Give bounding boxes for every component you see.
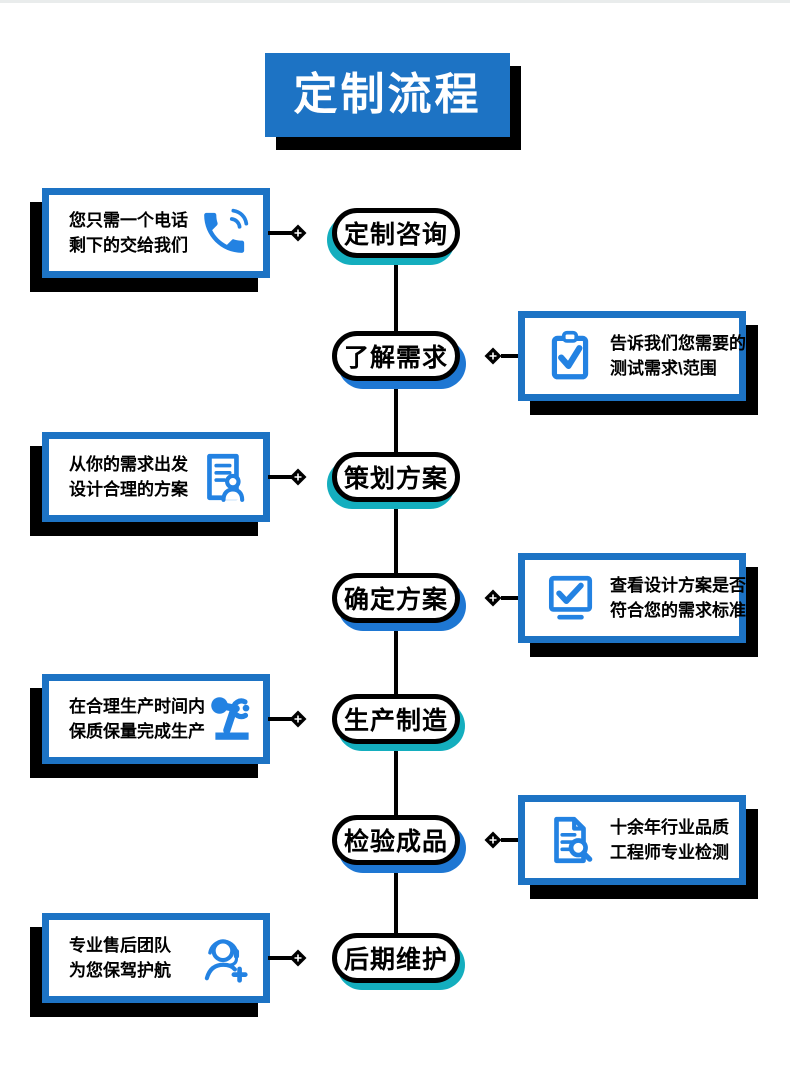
card-line-1: 查看设计方案是否 (610, 575, 746, 595)
card-line-1: 在合理生产时间内 (69, 696, 205, 716)
card-text: 在合理生产时间内 保质保量完成生产 (69, 694, 205, 745)
flow-node: 检验成品 (332, 815, 460, 865)
step-row-6: 检验成品 十余年行业品质 工程师专业检测 (0, 795, 790, 885)
card-line-2: 为您保驾护航 (69, 961, 171, 980)
connector-line (268, 231, 292, 235)
step-card: 查看设计方案是否 符合您的需求标准 (518, 553, 746, 643)
card-line-2: 符合您的需求标准 (610, 601, 746, 620)
connector-line (501, 596, 519, 600)
card-line-2: 剩下的交给我们 (69, 236, 188, 255)
card-line-2: 测试需求\范围 (610, 359, 717, 378)
card-line-2: 设计合理的方案 (69, 480, 188, 499)
diamond-connector-icon (483, 830, 503, 850)
document-search-icon (543, 813, 597, 867)
card-line-1: 告诉我们您需要的 (610, 333, 746, 353)
step-card: 从你的需求出发 设计合理的方案 (42, 432, 270, 522)
card-text: 从你的需求出发 设计合理的方案 (69, 452, 188, 503)
flow-node: 策划方案 (332, 452, 460, 502)
step-row-3: 从你的需求出发 设计合理的方案 策划方案 (0, 432, 790, 522)
connector-line (268, 475, 292, 479)
step-row-1: 您只需一个电话 剩下的交给我们 定制咨询 (0, 188, 790, 278)
card-text: 查看设计方案是否 符合您的需求标准 (610, 573, 746, 624)
node-label: 检验成品 (343, 828, 448, 856)
connector-line (501, 354, 519, 358)
diamond-connector-icon (288, 709, 308, 729)
step-card: 十余年行业品质 工程师专业检测 (518, 795, 746, 885)
step-card: 在合理生产时间内 保质保量完成生产 (42, 674, 270, 764)
card-line-2: 保质保量完成生产 (69, 722, 205, 741)
node-label: 后期维护 (343, 946, 448, 974)
connector-line (501, 838, 519, 842)
phone-icon (197, 206, 251, 260)
diamond-connector-icon (483, 588, 503, 608)
card-text: 专业售后团队 为您保驾护航 (69, 933, 171, 984)
title-banner: 定制流程 (265, 53, 510, 137)
diamond-connector-icon (288, 223, 308, 243)
card-line-1: 专业售后团队 (69, 935, 171, 955)
flow-node: 生产制造 (332, 694, 460, 744)
monitor-check-icon (543, 571, 597, 625)
connector-line (268, 956, 292, 960)
flow-node: 定制咨询 (332, 208, 460, 258)
connector-line (268, 717, 292, 721)
card-line-2: 工程师专业检测 (610, 843, 729, 862)
card-text: 您只需一个电话 剩下的交给我们 (69, 208, 188, 259)
step-row-7: 专业售后团队 为您保驾护航 后期维护 (0, 913, 790, 1003)
card-line-1: 十余年行业品质 (610, 817, 729, 837)
flow-node: 后期维护 (332, 933, 460, 983)
step-row-4: 确定方案 查看设计方案是否 符合您的需求标准 (0, 553, 790, 643)
node-label: 了解需求 (343, 344, 448, 372)
card-text: 十余年行业品质 工程师专业检测 (610, 815, 729, 866)
step-row-2: 了解需求 告诉我们您需要的 测试需求\范围 (0, 311, 790, 401)
flow-node: 确定方案 (332, 573, 460, 623)
node-label: 生产制造 (343, 707, 448, 735)
diamond-connector-icon (288, 467, 308, 487)
document-user-icon (197, 450, 251, 504)
page-title: 定制流程 (293, 70, 482, 119)
diamond-connector-icon (483, 346, 503, 366)
top-edge-strip (0, 0, 790, 3)
headset-user-icon (197, 931, 251, 985)
card-text: 告诉我们您需要的 测试需求\范围 (610, 331, 746, 382)
robot-arm-icon (205, 692, 259, 746)
step-card: 您只需一个电话 剩下的交给我们 (42, 188, 270, 278)
node-label: 定制咨询 (343, 221, 448, 249)
clipboard-check-icon (543, 329, 597, 383)
step-card: 专业售后团队 为您保驾护航 (42, 913, 270, 1003)
step-row-5: 在合理生产时间内 保质保量完成生产 生产制造 (0, 674, 790, 764)
node-label: 策划方案 (343, 465, 448, 493)
card-line-1: 您只需一个电话 (69, 210, 188, 230)
step-card: 告诉我们您需要的 测试需求\范围 (518, 311, 746, 401)
node-label: 确定方案 (343, 586, 448, 614)
diamond-connector-icon (288, 948, 308, 968)
flow-node: 了解需求 (332, 331, 460, 381)
card-line-1: 从你的需求出发 (69, 454, 188, 474)
